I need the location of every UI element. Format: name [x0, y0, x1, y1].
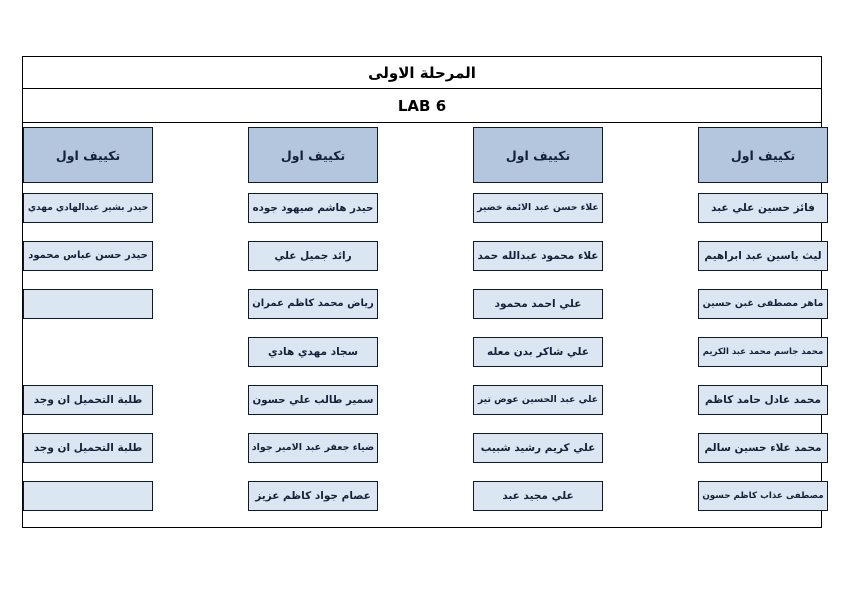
- student-name-cell[interactable]: حيدر حسن عباس محمود: [23, 241, 153, 271]
- student-name-cell[interactable]: عصام جواد كاظم عزيز: [248, 481, 378, 511]
- student-name-label: محمد علاء حسين سالم: [704, 441, 822, 454]
- student-name-cell[interactable]: محمد علاء حسين سالم: [698, 433, 828, 463]
- student-name-cell[interactable]: ضياء جعفر عبد الامير جواد: [248, 433, 378, 463]
- student-name-label: حيدر حسن عباس محمود: [28, 250, 148, 261]
- student-name-label: فائز حسين علي عبد: [711, 201, 815, 214]
- student-name-cell[interactable]: علاء محمود عبدالله حمد: [473, 241, 603, 271]
- student-name-label: علي شاكر بدن معله: [487, 345, 590, 358]
- student-name-cell[interactable]: علي مجيد عبد: [473, 481, 603, 511]
- group-header-label: تكييف اول: [280, 147, 346, 163]
- student-name-label: علي كريم رشيد شبيب: [480, 441, 596, 454]
- student-name-cell[interactable]: فائز حسين علي عبد: [698, 193, 828, 223]
- student-name-label: علاء محمود عبدالله حمد: [477, 249, 599, 262]
- student-name-label: محمد جاسم محمد عبد الكريم: [702, 346, 824, 357]
- student-name-cell[interactable]: سجاد مهدي هادي: [248, 337, 378, 367]
- student-name-label: ضياء جعفر عبد الامير جواد: [251, 442, 375, 454]
- empty-cell[interactable]: [23, 289, 153, 319]
- lab-title-row: LAB 6: [23, 89, 821, 123]
- student-name-label: محمد عادل حامد كاظم: [705, 393, 822, 406]
- student-name-label: حيدر هاشم صيهود جوده: [252, 201, 374, 214]
- student-name-cell[interactable]: رياض محمد كاظم عمران: [248, 289, 378, 319]
- student-name-cell[interactable]: مصطفى عذاب كاظم حسون: [698, 481, 828, 511]
- group-header-label: تكييف اول: [55, 147, 121, 163]
- student-name-label: طلبة التحميل ان وجد: [33, 441, 143, 454]
- student-name-cell[interactable]: علي احمد محمود: [473, 289, 603, 319]
- group-header-3[interactable]: تكييف اول: [248, 127, 378, 183]
- student-name-label: علي عبد الحسين عوض تير: [477, 394, 599, 406]
- group-header-label: تكييف اول: [505, 147, 571, 163]
- student-name-cell[interactable]: حيدر بشير عبدالهادي مهدي: [23, 193, 153, 223]
- group-header-1[interactable]: تكييف اول: [698, 127, 828, 183]
- student-name-label: علي مجيد عبد: [502, 489, 574, 502]
- student-name-label: سمير طالب علي حسون: [252, 393, 374, 406]
- group-header-2[interactable]: تكييف اول: [473, 127, 603, 183]
- empty-cell[interactable]: [23, 481, 153, 511]
- student-name-label: مصطفى عذاب كاظم حسون: [702, 490, 824, 501]
- student-name-label: سجاد مهدي هادي: [268, 345, 358, 358]
- columns-area: تكييف اول فائز حسين علي عبد ليث ياسين عبد …: [23, 123, 828, 527]
- student-name-cell[interactable]: محمد عادل حامد كاظم: [698, 385, 828, 415]
- group-header-4[interactable]: تكييف اول: [23, 127, 153, 183]
- student-name-cell[interactable]: سمير طالب علي حسون: [248, 385, 378, 415]
- student-name-cell[interactable]: محمد جاسم محمد عبد الكريم: [698, 337, 828, 367]
- group-header-label: تكييف اول: [730, 147, 796, 163]
- document-frame: المرحلة الاولى LAB 6 تكييف اول فائز حسين …: [22, 56, 828, 528]
- lab-title: LAB 6: [397, 96, 447, 115]
- stage-title: المرحلة الاولى: [368, 63, 476, 82]
- student-name-label: عصام جواد كاظم عزيز: [255, 489, 371, 502]
- student-name-cell[interactable]: علاء حسن عبد الائمة خضير: [473, 193, 603, 223]
- student-name-label: رائد جميل علي: [274, 249, 352, 262]
- student-name-label: طلبة التحميل ان وجد: [33, 393, 143, 406]
- student-name-cell[interactable]: طلبة التحميل ان وجد: [23, 433, 153, 463]
- student-name-cell[interactable]: طلبة التحميل ان وجد: [23, 385, 153, 415]
- student-name-label: حيدر بشير عبدالهادي مهدي: [27, 202, 149, 213]
- student-name-cell[interactable]: ليث ياسين عبد ابراهيم: [698, 241, 828, 271]
- student-name-cell[interactable]: رائد جميل علي: [248, 241, 378, 271]
- student-name-cell[interactable]: علي شاكر بدن معله: [473, 337, 603, 367]
- student-name-label: رياض محمد كاظم عمران: [252, 298, 374, 309]
- student-name-cell[interactable]: علي عبد الحسين عوض تير: [473, 385, 603, 415]
- student-name-label: ماهر مصطفى غبن حسين: [702, 298, 824, 310]
- student-name-cell[interactable]: ماهر مصطفى غبن حسين: [698, 289, 828, 319]
- student-name-cell[interactable]: حيدر هاشم صيهود جوده: [248, 193, 378, 223]
- student-name-cell[interactable]: علي كريم رشيد شبيب: [473, 433, 603, 463]
- student-name-label: علي احمد محمود: [494, 297, 582, 310]
- student-name-label: علاء حسن عبد الائمة خضير: [477, 202, 599, 214]
- stage-title-row: المرحلة الاولى: [23, 57, 821, 89]
- student-name-label: ليث ياسين عبد ابراهيم: [704, 249, 822, 262]
